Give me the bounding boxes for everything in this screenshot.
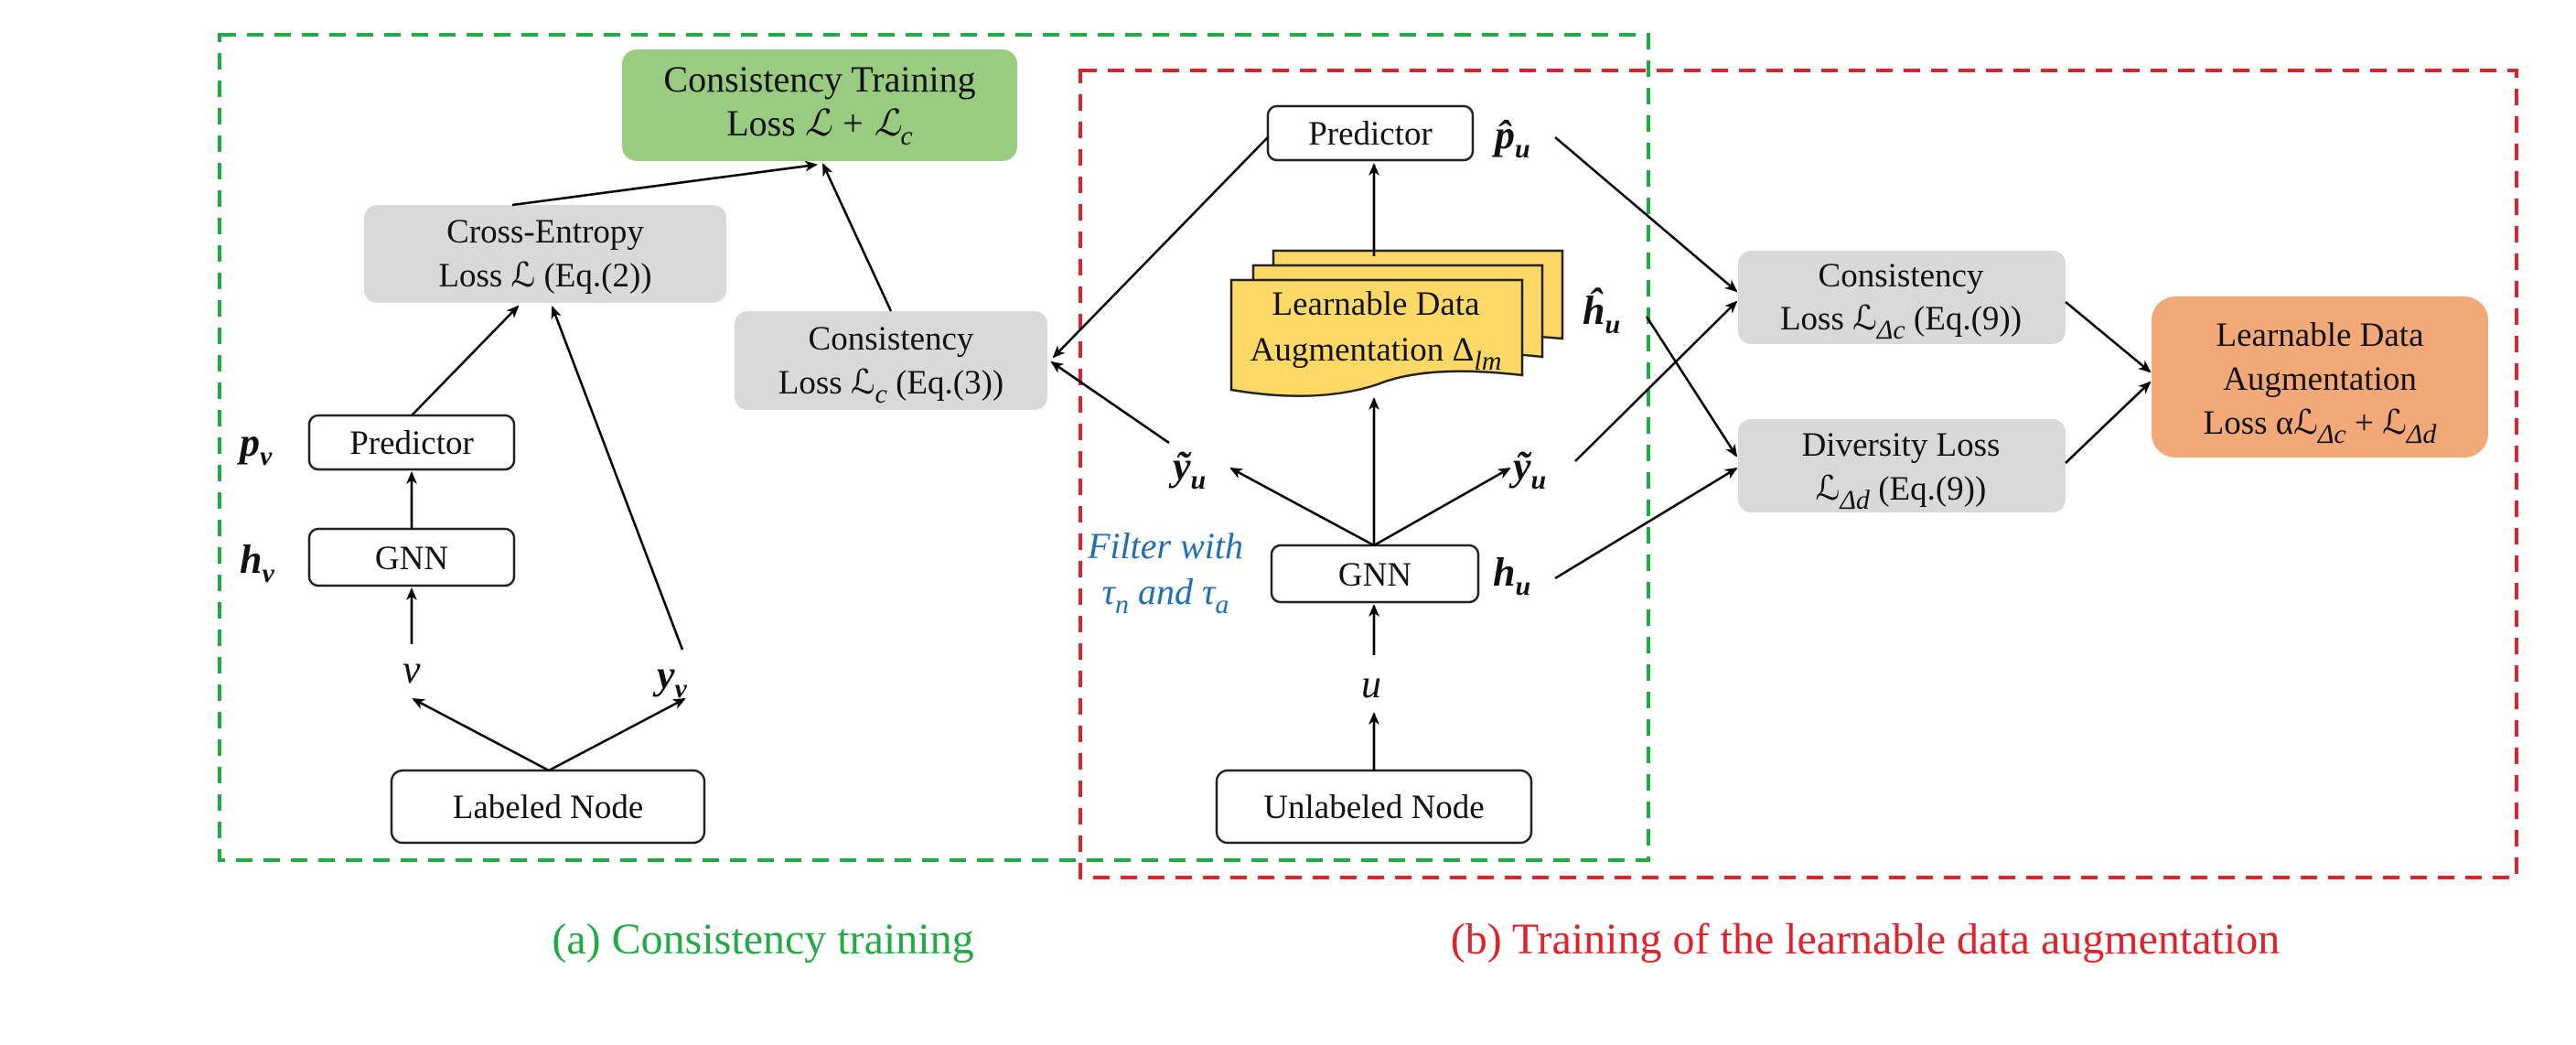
arrow-predictor-to-lc xyxy=(1052,136,1269,359)
cross-entropy-loss: Loss ℒ (Eq.(2)) xyxy=(438,257,651,295)
diversity-title: Diversity Loss xyxy=(1802,426,2001,464)
consistency-ldc-title: Consistency xyxy=(1819,257,1984,295)
consistency-lc-box xyxy=(735,311,1047,410)
consistency-lc-title: Consistency xyxy=(809,320,974,358)
p-v-symbol: pv xyxy=(236,420,273,471)
consistency-lc-loss: Loss ℒc (Eq.(3)) xyxy=(778,364,1004,409)
arrow-ldc-to-final xyxy=(2065,300,2152,373)
arrow-hhat-to-div xyxy=(1645,316,1738,458)
arrow-hu-to-div xyxy=(1554,467,1738,580)
arrow-y-right-to-ldc xyxy=(1574,300,1738,462)
learnable-augmentation-stack xyxy=(1229,249,1564,397)
final-loss-line1: Learnable Data xyxy=(2216,317,2424,354)
consistency-ldc-box xyxy=(1738,251,2066,344)
cross-entropy-title: Cross-Entropy xyxy=(446,213,644,251)
arrow-ce-to-ct xyxy=(511,160,818,207)
arrow-gnn-to-y-right xyxy=(1373,467,1511,547)
arrow-gnn-to-y-left xyxy=(1229,467,1375,547)
arrow-yv-to-ce xyxy=(551,306,684,651)
predictor-right-label: Predictor xyxy=(1308,115,1433,153)
predictor-left-label: Predictor xyxy=(349,425,474,462)
arrow-predictor-to-ce xyxy=(411,305,520,416)
gnn-left-label: GNN xyxy=(375,540,448,577)
final-loss-box xyxy=(2152,296,2488,458)
arrow-phat-to-ldc xyxy=(1554,136,1738,293)
final-loss-line2: Augmentation xyxy=(2223,361,2417,398)
gnn-right-label: GNN xyxy=(1338,556,1411,594)
unlabeled-node-label: Unlabeled Node xyxy=(1263,789,1484,826)
cross-entropy-box xyxy=(364,205,726,303)
consistency-training-loss: Loss ℒ + ℒc xyxy=(726,102,913,151)
arrow-lc-to-ct xyxy=(821,163,893,312)
h-u-symbol: hu xyxy=(1493,550,1530,601)
predictor-right-box xyxy=(1266,104,1475,162)
h-hat-u-symbol: ĥu xyxy=(1583,287,1620,339)
labeled-node-label: Labeled Node xyxy=(453,789,644,826)
diversity-loss: ℒΔd (Eq.(9)) xyxy=(1816,470,1987,515)
green-frame xyxy=(218,33,1650,862)
filter-label-line1: Filter with xyxy=(1087,525,1243,566)
consistency-training-title: Consistency Training xyxy=(663,59,975,100)
caption-b: (b) Training of the learnable data augme… xyxy=(1451,915,2280,964)
arrow-y-left-to-lc xyxy=(1050,361,1170,445)
h-v-symbol: hv xyxy=(240,537,274,588)
caption-a: (a) Consistency training xyxy=(552,915,973,964)
p-hat-u-symbol: p̂u xyxy=(1491,113,1530,164)
diversity-box xyxy=(1738,419,2066,512)
learnable-augmentation-title: Learnable Data xyxy=(1272,285,1480,323)
filter-label-line2: τn and τa xyxy=(1102,571,1229,619)
consistency-ldc-loss: Loss ℒΔc (Eq.(9)) xyxy=(1780,300,2022,345)
consistency-training-box xyxy=(622,49,1017,161)
y-tilde-u-right-symbol: ỹu xyxy=(1508,444,1546,495)
v-symbol: v xyxy=(402,647,421,692)
arrow-node-to-v xyxy=(412,697,550,772)
final-loss-line3: Loss αℒΔc + ℒΔd xyxy=(2204,404,2438,449)
learnable-augmentation-sub: Augmentation Δlm xyxy=(1250,331,1502,376)
arrow-node-to-yv xyxy=(548,697,686,772)
arrow-div-to-final xyxy=(2065,381,2152,464)
y-v-symbol: yv xyxy=(652,652,688,704)
red-frame xyxy=(1079,69,2518,879)
y-tilde-u-left-symbol: ỹu xyxy=(1168,444,1206,495)
u-symbol: u xyxy=(1361,662,1381,706)
